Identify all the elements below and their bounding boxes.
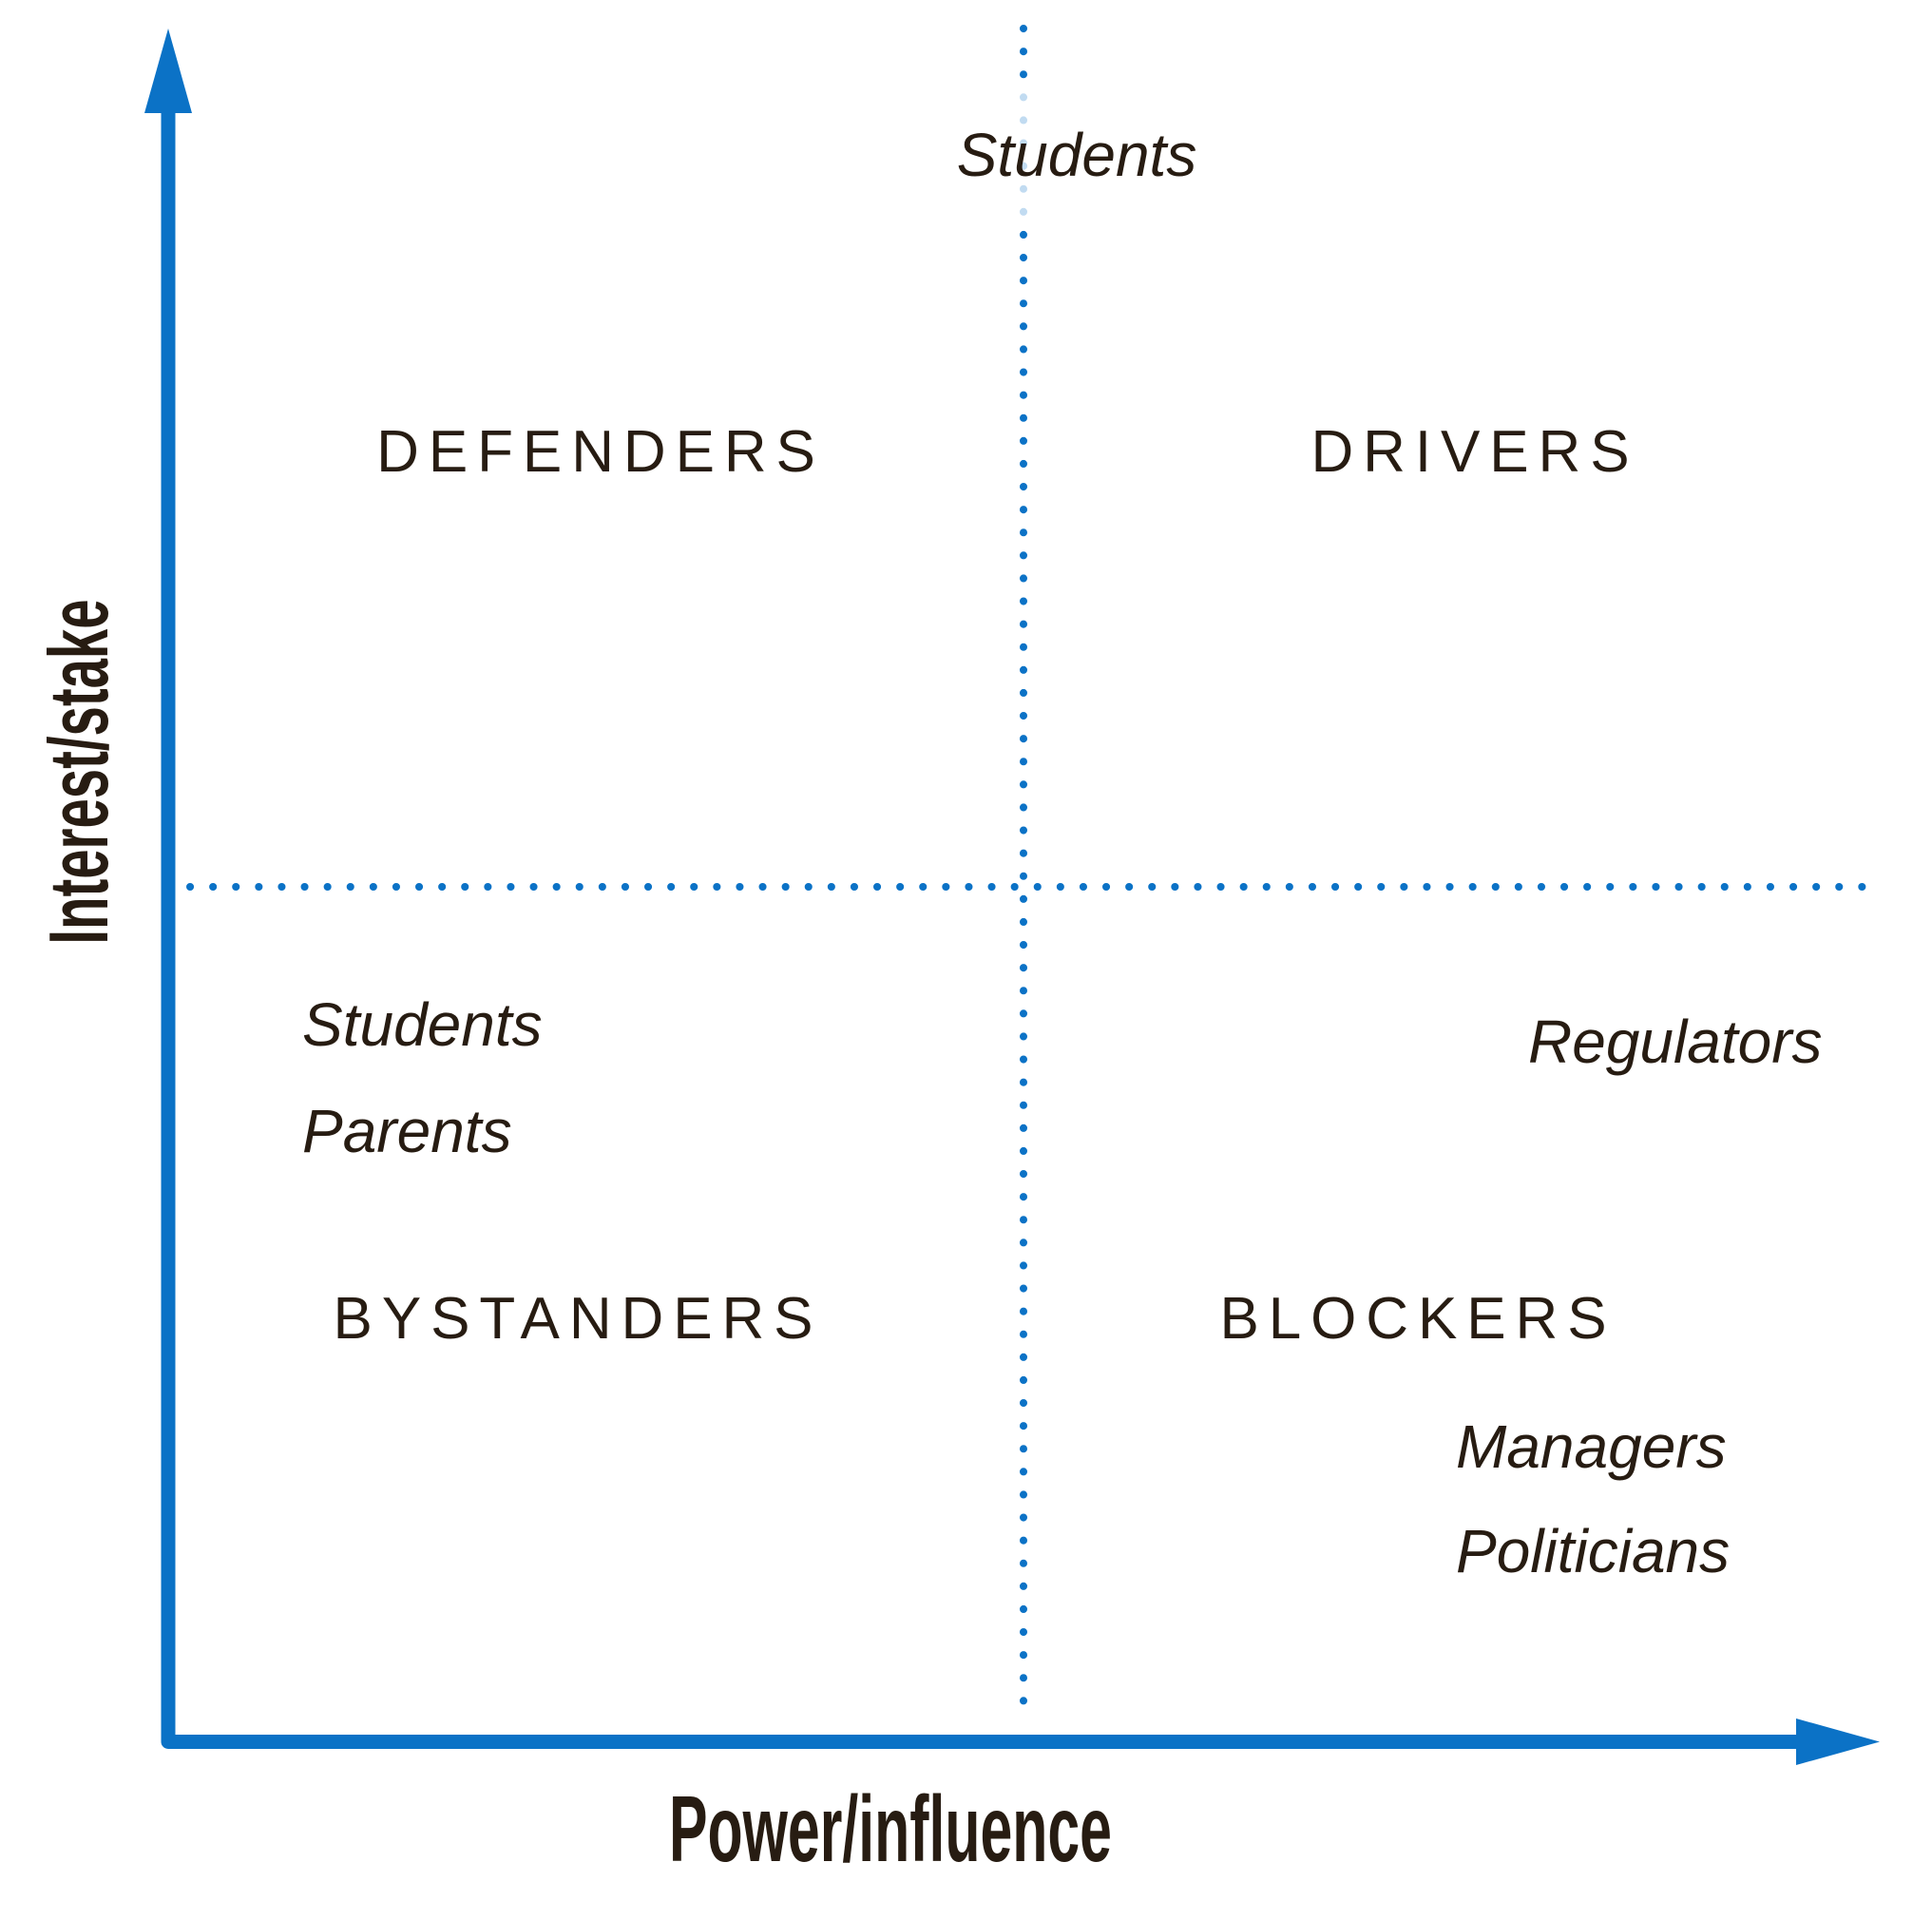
stakeholder-managers: Managers: [1456, 1412, 1727, 1481]
x-axis-title: Power/influence: [669, 1776, 1112, 1881]
quadrant-label-drivers: DRIVERS: [1310, 419, 1639, 485]
quadrant-label-defenders: DEFENDERS: [376, 419, 825, 485]
x-axis-arrowhead-icon: [1796, 1718, 1880, 1765]
stakeholder-students-top: Students: [941, 83, 1213, 227]
y-axis-title: Interest/stake: [31, 599, 125, 945]
axis-lines: [161, 101, 1799, 1749]
stakeholder-parents: Parents: [302, 1097, 512, 1165]
stakeholder-regulators: Regulators: [1528, 1008, 1823, 1076]
stakeholder-politicians: Politicians: [1456, 1517, 1731, 1585]
y-axis-arrowhead-icon: [144, 29, 192, 113]
quadrant-label-bystanders: BYSTANDERS: [333, 1286, 823, 1352]
quadrant-label-blockers: BLOCKERS: [1219, 1286, 1616, 1352]
stakeholder-students-bottom-left: Students: [302, 990, 543, 1059]
